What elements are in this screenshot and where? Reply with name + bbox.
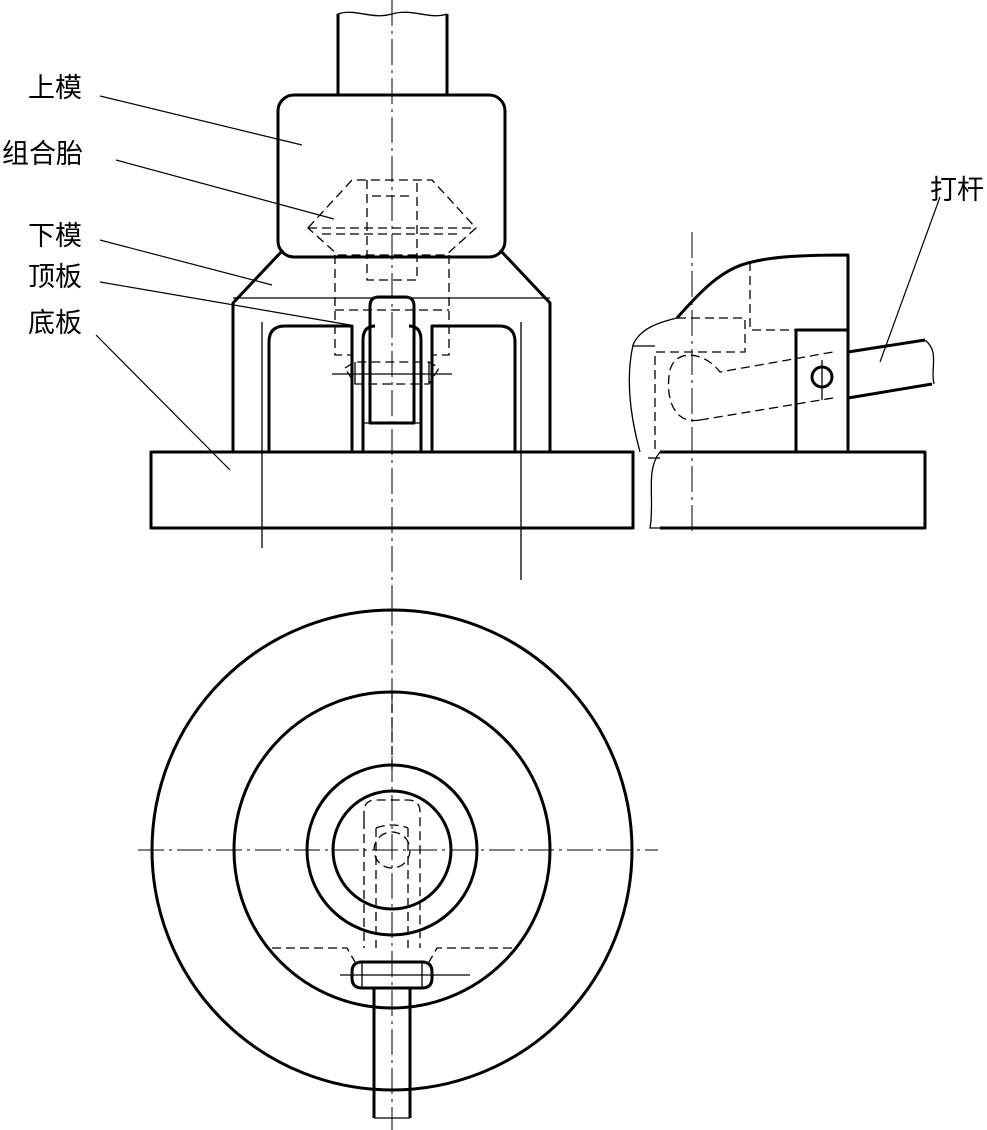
side-view xyxy=(628,232,935,535)
top-rod xyxy=(372,988,412,1118)
lower-die xyxy=(231,248,552,452)
side-base-plate xyxy=(660,450,927,530)
label-lower-die: 下模 xyxy=(28,221,82,252)
label-top-plate: 顶板 xyxy=(28,262,82,293)
label-combined-mold: 组合胎 xyxy=(2,139,83,170)
leader-lines xyxy=(95,95,941,471)
combined-mold-hidden xyxy=(307,179,477,385)
knock-rod xyxy=(847,338,935,400)
front-view xyxy=(149,0,635,600)
label-base-plate: 底板 xyxy=(28,308,82,339)
top-view xyxy=(138,600,658,1130)
label-upper-die: 上模 xyxy=(28,73,82,104)
label-knock-rod: 打杆 xyxy=(930,175,984,206)
